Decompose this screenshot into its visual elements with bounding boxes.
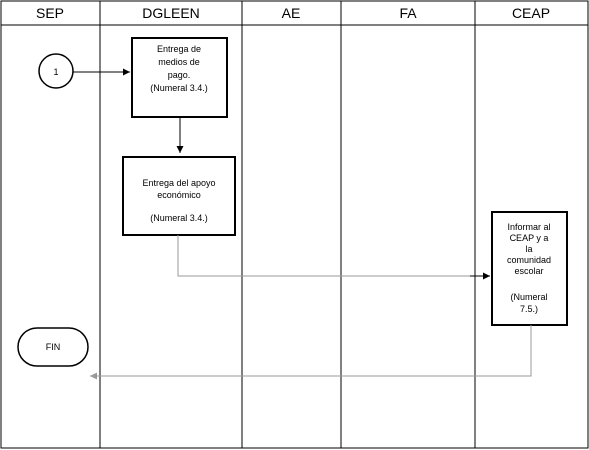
lane-title-fa: FA xyxy=(399,5,417,21)
lane-title-sep: SEP xyxy=(36,5,64,21)
box1-line: Entrega de xyxy=(157,44,201,54)
box3-line: CEAP y a xyxy=(510,233,549,243)
end-label: FIN xyxy=(46,342,61,352)
box2-line: (Numeral 3.4.) xyxy=(150,213,208,223)
box3-line: la xyxy=(525,244,532,254)
process-box-entrega-apoyo xyxy=(122,156,236,236)
box1-line: (Numeral 3.4.) xyxy=(150,83,208,93)
box3-line: 7.5.) xyxy=(520,304,538,314)
connector-label: 1 xyxy=(53,67,58,77)
box3-line: comunidad xyxy=(507,255,551,265)
box2-line: económico xyxy=(157,190,201,200)
end-terminator xyxy=(17,327,89,367)
connector-circle xyxy=(38,53,74,89)
box3-line: (Numeral xyxy=(510,292,547,302)
box1-line: pago. xyxy=(168,70,191,80)
lane-title-ae: AE xyxy=(282,5,301,21)
header-row xyxy=(0,0,589,26)
box3-line: Informar al xyxy=(507,222,550,232)
box3-line: escolar xyxy=(514,266,543,276)
lane-title-ceap: CEAP xyxy=(512,5,550,21)
lane-title-dgleen: DGLEEN xyxy=(142,5,200,21)
box1-line: medios de xyxy=(158,57,200,67)
process-box-informar-ceap xyxy=(491,211,568,326)
arrow-box2-to-box3-segment xyxy=(177,235,488,277)
box2-line: Entrega del apoyo xyxy=(142,178,215,188)
arrow-box3-to-fin xyxy=(90,325,532,380)
process-box-entrega-medios xyxy=(131,37,228,118)
